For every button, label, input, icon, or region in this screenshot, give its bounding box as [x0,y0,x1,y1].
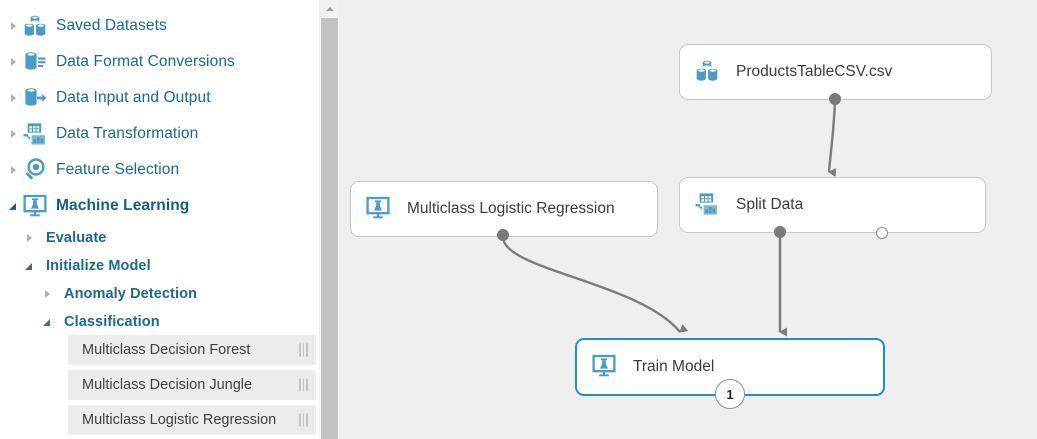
canvas-node-label: Split Data [736,196,804,213]
tree-item-machine-learning[interactable]: Machine Learning [6,188,189,224]
train-model-status-badge: 1 [715,379,745,409]
chevron-right-icon[interactable] [6,90,22,106]
tree-item-data-input-and-output[interactable]: Data Input and Output [6,80,211,116]
canvas-node-mlr[interactable]: Multiclass Logistic Regression [350,181,658,237]
machine-learning-icon [365,195,393,223]
chevron-right-icon[interactable] [6,54,22,70]
tree-item-data-format-conversions[interactable]: Data Format Conversions [6,44,235,80]
tree-item-label: Anomaly Detection [64,286,198,302]
tree-item-initialize-model[interactable]: Initialize Model [22,248,151,284]
module-list-item[interactable]: Multiclass Logistic Regression [68,405,316,435]
feature-selection-icon [22,157,48,183]
port-mlr-output[interactable] [497,229,509,241]
canvas-node-label: Train Model [633,358,715,375]
tree-item-label: Machine Learning [56,197,190,214]
data-transform-icon [694,191,722,219]
canvas-node-dataset[interactable]: ProductsTableCSV.csv [679,44,992,100]
data-transform-icon [22,121,48,147]
wire-dataset-to-split [827,99,837,177]
drag-handle-icon[interactable] [299,378,308,392]
drag-handle-icon[interactable] [299,413,308,427]
sidebar-scrollbar[interactable] [319,0,339,439]
datasets-icon [694,58,722,86]
chevron-right-icon[interactable] [6,162,22,178]
canvas-node-split[interactable]: Split Data [679,177,986,233]
tree-item-label: Initialize Model [46,258,151,274]
data-format-icon [22,49,48,75]
tree-item-anomaly-detection[interactable]: Anomaly Detection [40,276,197,312]
chevron-down-icon[interactable] [22,258,38,274]
canvas-node-label: ProductsTableCSV.csv [736,63,893,80]
tree-item-label: Data Transformation [56,125,199,142]
wire-mlr-to-train [501,236,689,333]
tree-item-label: Data Input and Output [56,89,211,106]
chevron-right-icon[interactable] [40,286,56,302]
port-split-output-1[interactable] [774,226,786,238]
tree-item-data-transformation[interactable]: Data Transformation [6,116,198,152]
scrollbar-thumb[interactable] [321,18,338,439]
workflow-canvas[interactable]: ProductsTableCSV.csv Multiclass Logistic… [339,0,1037,439]
tree-item-saved-datasets[interactable]: Saved Datasets [6,8,167,44]
module-list-item-label: Multiclass Decision Forest [82,342,251,358]
drag-handle-icon[interactable] [299,343,308,357]
module-palette-sidebar: Saved Datasets Data Format Conversions D… [0,0,319,439]
tree-item-evaluate[interactable]: Evaluate [22,220,106,256]
chevron-down-icon[interactable] [6,198,22,214]
module-list-item[interactable]: Multiclass Decision Forest [68,335,316,365]
module-list-item[interactable]: Multiclass Decision Jungle [68,370,316,400]
tree-item-classification[interactable]: Classification [40,304,160,340]
tree-item-label: Data Format Conversions [56,53,235,70]
module-list-item-label: Multiclass Decision Jungle [82,377,253,393]
data-io-icon [22,85,48,111]
machine-learning-icon [22,193,48,219]
tree-item-label: Evaluate [46,230,107,246]
machine-learning-icon [591,353,619,381]
port-split-output-2[interactable] [876,227,888,239]
tree-item-label: Feature Selection [56,161,180,178]
chevron-down-icon[interactable] [40,314,56,330]
canvas-node-label: Multiclass Logistic Regression [407,200,615,217]
chevron-right-icon[interactable] [22,230,38,246]
connection-wires [501,99,837,337]
tree-item-label: Saved Datasets [56,17,167,34]
tree-item-label: Classification [64,314,160,330]
chevron-right-icon[interactable] [6,18,22,34]
port-dataset-output[interactable] [829,93,841,105]
tree-item-feature-selection[interactable]: Feature Selection [6,152,179,188]
scroll-up-arrow-icon[interactable] [320,0,339,17]
module-list-item-label: Multiclass Logistic Regression [82,412,277,428]
chevron-right-icon[interactable] [6,126,22,142]
datasets-icon [22,13,48,39]
